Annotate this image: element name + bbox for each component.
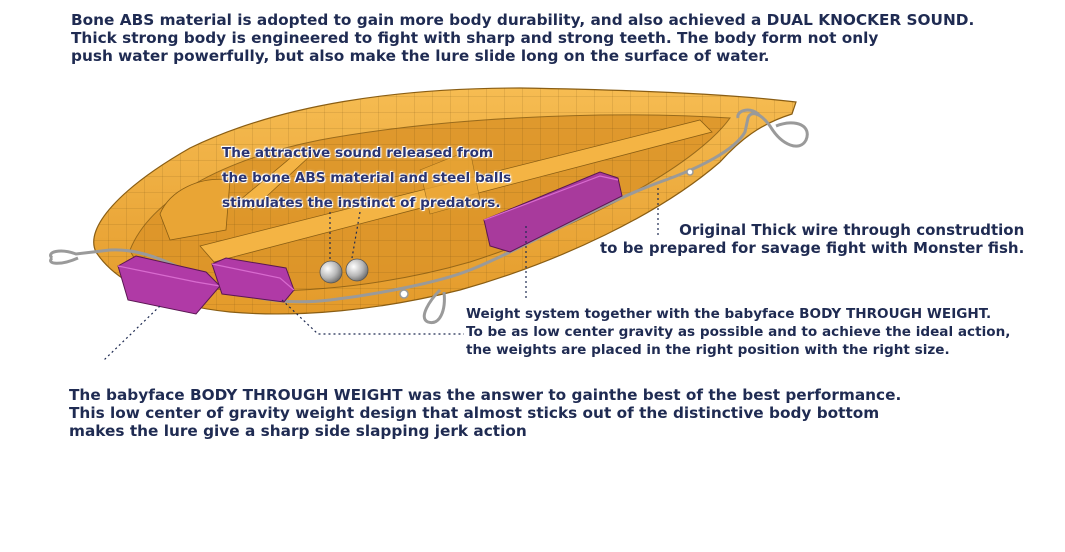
bottom-line: The babyface BODY THROUGH WEIGHT was the… <box>69 386 902 404</box>
leader-lines <box>103 188 659 361</box>
bottom-paragraph: The babyface BODY THROUGH WEIGHT was the… <box>69 386 901 440</box>
intro-line: Bone ABS material is adopted to gain mor… <box>71 11 975 29</box>
weight-callout-line: Weight system together with the babyface… <box>466 306 992 322</box>
wire-callout-line: Original Thick wire through construdtion <box>679 221 1025 239</box>
weight-middle <box>211 257 295 303</box>
lure-body <box>93 87 797 315</box>
bottom-line: makes the lure give a sharp side slappin… <box>69 422 527 440</box>
weights <box>117 171 623 315</box>
weight-callout: Weight system together with the babyface… <box>466 305 1010 359</box>
steel-balls <box>319 258 369 284</box>
intro-paragraph: Bone ABS material is adopted to gain mor… <box>71 11 974 65</box>
weight-callout-line: the weights are placed in the right posi… <box>466 342 950 358</box>
wire-hinge-dots <box>399 168 694 299</box>
bottom-line: This low center of gravity weight design… <box>69 404 880 422</box>
sound-callout-line: The attractive sound released from <box>222 145 494 161</box>
weight-rear <box>483 171 623 253</box>
sound-callout-line: the bone ABS material and steel balls <box>222 170 512 186</box>
intro-line: Thick strong body is engineered to fight… <box>71 29 879 47</box>
wire-callout-line: to be prepared for savage fight with Mon… <box>600 239 1025 257</box>
intro-line: push water powerfully, but also make the… <box>71 47 770 65</box>
weight-callout-line: To be as low center gravity as possible … <box>466 324 1011 340</box>
sound-callout: The attractive sound released from the b… <box>222 141 511 216</box>
sound-callout-line: stimulates the instinct of predators. <box>222 195 501 211</box>
wire-callout: Original Thick wire through construdtion… <box>600 221 1024 257</box>
through-wire <box>49 108 809 325</box>
